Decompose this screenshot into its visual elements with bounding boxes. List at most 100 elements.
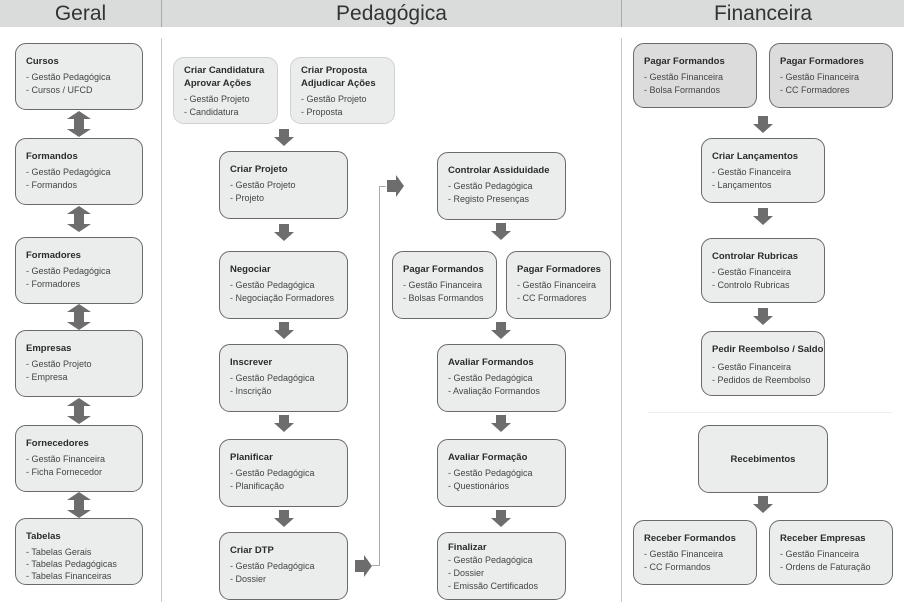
box-item: - Gestão Financeira xyxy=(26,454,106,464)
box-item: - Gestão Pedagógica xyxy=(230,561,315,571)
box-negociar[interactable]: Negociar - Gestão Pedagógica - Negociaçã… xyxy=(219,251,348,319)
box-item: - Gestão Pedagógica xyxy=(448,468,533,478)
arrow-down-icon xyxy=(274,510,294,527)
box-item: - Lançamentos xyxy=(712,180,772,190)
column-divider xyxy=(621,0,622,27)
box-item: - Gestão Financeira xyxy=(712,167,792,177)
box-item: - Tabelas Gerais xyxy=(26,547,92,557)
box-inscrever[interactable]: Inscrever - Gestão Pedagógica - Inscriçã… xyxy=(219,344,348,412)
double-arrow-icon xyxy=(67,492,91,518)
box-tabelas[interactable]: Tabelas - Tabelas Gerais - Tabelas Pedag… xyxy=(15,518,143,585)
box-title: Criar Lançamentos xyxy=(712,151,799,162)
double-arrow-icon xyxy=(67,398,91,424)
box-formadores[interactable]: Formadores - Gestão Pedagógica - Formado… xyxy=(15,237,143,304)
box-item: - Gestão Pedagógica xyxy=(448,555,533,565)
arrow-down-icon xyxy=(491,322,511,339)
box-item: - Gestão Financeira xyxy=(644,549,724,559)
box-item: - Gestão Pedagógica xyxy=(26,167,111,177)
box-recebimentos[interactable]: Recebimentos xyxy=(698,425,828,493)
box-title: Inscrever xyxy=(230,357,273,368)
box-item: - Gestão Projeto xyxy=(26,359,92,369)
box-item: - CC Formandos xyxy=(644,562,711,572)
box-criar-lancamentos[interactable]: Criar Lançamentos - Gestão Financeira - … xyxy=(701,138,825,203)
box-pagar-formadores[interactable]: Pagar Formadores - Gestão Financeira - C… xyxy=(506,251,611,319)
box-item: - Gestão Pedagógica xyxy=(448,373,533,383)
box-formandos[interactable]: Formandos - Gestão Pedagógica - Formando… xyxy=(15,138,143,205)
box-title: Tabelas xyxy=(26,531,61,542)
box-finalizar[interactable]: Finalizar - Gestão Pedagógica - Dossier … xyxy=(437,532,566,600)
box-item: - Gestão Financeira xyxy=(780,72,860,82)
box-item: - Emissão Certificados xyxy=(448,581,539,591)
box-item: - Controlo Rubricas xyxy=(712,280,790,290)
box-title: Fornecedores xyxy=(26,438,89,449)
arrow-down-icon xyxy=(753,208,773,225)
box-item: - Gestão Projeto xyxy=(230,180,296,190)
box-pagar-formandos[interactable]: Pagar Formandos - Gestão Financeira - Bo… xyxy=(392,251,497,319)
box-item: - Gestão Financeira xyxy=(403,280,483,290)
box-title: Empresas xyxy=(26,343,72,354)
box-item: - Questionários xyxy=(448,481,510,491)
box-pedir-reembolso[interactable]: Pedir Reembolso / Saldo - Gestão Finance… xyxy=(701,331,825,396)
box-item: - Proposta xyxy=(301,107,343,117)
arrow-down-icon xyxy=(753,308,773,325)
box-item: - Gestão Financeira xyxy=(780,549,860,559)
box-item: - Gestão Projeto xyxy=(301,94,367,104)
box-title: Pagar Formadores xyxy=(517,264,601,275)
column-divider xyxy=(621,38,622,602)
box-item: - Projeto xyxy=(230,193,265,203)
box-item: - Formadores xyxy=(26,279,81,289)
box-controlar-rubricas[interactable]: Controlar Rubricas - Gestão Financeira -… xyxy=(701,238,825,303)
box-fin-pagar-formadores[interactable]: Pagar Formadores - Gestão Financeira - C… xyxy=(769,43,893,108)
box-controlar-assiduidade[interactable]: Controlar Assiduidade - Gestão Pedagógic… xyxy=(437,152,566,220)
connector-line xyxy=(379,186,380,566)
box-title: Pagar Formadores xyxy=(780,56,864,67)
box-avaliar-formacao[interactable]: Avaliar Formação - Gestão Pedagógica - Q… xyxy=(437,439,566,507)
box-empresas[interactable]: Empresas - Gestão Projeto - Empresa xyxy=(15,330,143,397)
arrow-down-icon xyxy=(274,129,294,146)
box-title: Criar DTP xyxy=(230,545,274,556)
box-criar-projeto[interactable]: Criar Projeto - Gestão Projeto - Projeto xyxy=(219,151,348,219)
arrow-down-icon xyxy=(753,496,773,513)
box-fin-pagar-formandos[interactable]: Pagar Formandos - Gestão Financeira - Bo… xyxy=(633,43,757,108)
arrow-down-icon xyxy=(274,415,294,432)
box-item: - Gestão Pedagógica xyxy=(448,181,533,191)
box-title: Planificar xyxy=(230,452,273,463)
header-financeira: Financeira xyxy=(622,0,904,27)
box-receber-formandos[interactable]: Receber Formandos - Gestão Financeira - … xyxy=(633,520,757,585)
box-item: - Gestão Financeira xyxy=(712,362,792,372)
arrow-right-icon xyxy=(387,175,404,197)
box-title: Controlar Assiduidade xyxy=(448,165,550,176)
box-item: - Tabelas Financeiras xyxy=(26,571,112,581)
arrow-down-icon xyxy=(753,116,773,133)
box-title: Pedir Reembolso / Saldo xyxy=(712,344,824,355)
box-receber-empresas[interactable]: Receber Empresas - Gestão Financeira - O… xyxy=(769,520,893,585)
double-arrow-icon xyxy=(67,206,91,232)
box-title: Pagar Formandos xyxy=(403,264,484,275)
box-title: Recebimentos xyxy=(730,453,796,465)
box-planificar[interactable]: Planificar - Gestão Pedagógica - Planifi… xyxy=(219,439,348,507)
box-avaliar-formandos[interactable]: Avaliar Formandos - Gestão Pedagógica - … xyxy=(437,344,566,412)
column-divider xyxy=(161,0,162,27)
box-item: - CC Formadores xyxy=(780,85,850,95)
box-item: - Negociação Formadores xyxy=(230,293,335,303)
box-fornecedores[interactable]: Fornecedores - Gestão Financeira - Ficha… xyxy=(15,425,143,492)
box-item: - Bolsa Formandos xyxy=(644,85,721,95)
box-cursos[interactable]: Cursos - Gestão Pedagógica - Cursos / UF… xyxy=(15,43,143,110)
box-title: Receber Formandos xyxy=(644,533,736,544)
box-item: - Ficha Fornecedor xyxy=(26,467,103,477)
box-item: - Gestão Pedagógica xyxy=(26,72,111,82)
arrow-down-icon xyxy=(491,415,511,432)
connector-line xyxy=(379,186,386,187)
box-item: - Empresa xyxy=(26,372,68,382)
box-item: - Dossier xyxy=(448,568,485,578)
box-item: - Gestão Financeira xyxy=(644,72,724,82)
box-item: - Avaliação Formandos xyxy=(448,386,540,396)
connector-line xyxy=(372,565,380,566)
box-criar-dtp[interactable]: Criar DTP - Gestão Pedagógica - Dossier xyxy=(219,532,348,600)
header-geral: Geral xyxy=(0,0,161,27)
double-arrow-icon xyxy=(67,304,91,330)
box-item: - Gestão Financeira xyxy=(517,280,597,290)
